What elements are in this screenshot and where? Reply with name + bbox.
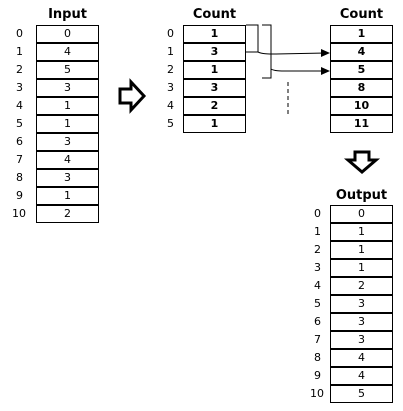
count-index: 2 [167, 63, 174, 76]
count-index: 4 [167, 99, 174, 112]
output-cell: 1 [330, 259, 393, 277]
output-cell: 2 [330, 277, 393, 295]
arrowhead-icon [321, 49, 330, 57]
input-cell: 1 [36, 115, 99, 133]
output-cell: 4 [330, 349, 393, 367]
input-index: 9 [16, 189, 23, 202]
cumulative-count-cell: 10 [330, 97, 393, 115]
count-index: 0 [167, 27, 174, 40]
down-arrow-icon [343, 150, 381, 174]
output-cell: 4 [330, 367, 393, 385]
count-cell: 3 [183, 79, 246, 97]
output-cell: 3 [330, 295, 393, 313]
count-index: 5 [167, 117, 174, 130]
bracket-rows-0-1 [246, 24, 259, 53]
input-title: Input [48, 7, 87, 22]
output-index: 4 [314, 279, 321, 292]
count-cell: 1 [183, 25, 246, 43]
output-cell: 0 [330, 205, 393, 223]
arrowhead-icon [321, 67, 330, 75]
input-index: 5 [16, 117, 23, 130]
input-cell: 0 [36, 25, 99, 43]
input-index: 10 [12, 207, 26, 220]
output-index: 7 [314, 333, 321, 346]
input-index: 0 [16, 27, 23, 40]
count-cell: 1 [183, 61, 246, 79]
output-index: 2 [314, 243, 321, 256]
input-cell: 1 [36, 187, 99, 205]
output-index: 3 [314, 261, 321, 274]
output-index: 6 [314, 315, 321, 328]
output-cell: 1 [330, 241, 393, 259]
input-index: 2 [16, 63, 23, 76]
count-index: 1 [167, 45, 174, 58]
input-index: 4 [16, 99, 23, 112]
output-index: 1 [314, 225, 321, 238]
count-title: Count [192, 7, 237, 22]
cumulative-count-title: Count [339, 7, 384, 22]
input-index: 7 [16, 153, 23, 166]
output-cell: 3 [330, 331, 393, 349]
output-index: 0 [314, 207, 321, 220]
output-cell: 5 [330, 385, 393, 403]
input-cell: 3 [36, 133, 99, 151]
count-cell: 2 [183, 97, 246, 115]
output-index: 9 [314, 369, 321, 382]
output-index: 10 [310, 387, 324, 400]
output-title: Output [335, 188, 388, 203]
input-cell: 3 [36, 169, 99, 187]
count-cell: 1 [183, 115, 246, 133]
output-cell: 3 [330, 313, 393, 331]
input-index: 6 [16, 135, 23, 148]
cumulative-count-cell: 8 [330, 79, 393, 97]
arrow-to-cumulative-row-1 [257, 51, 327, 55]
right-arrow-icon [118, 78, 147, 114]
output-cell: 1 [330, 223, 393, 241]
count-cell: 3 [183, 43, 246, 61]
input-cell: 4 [36, 151, 99, 169]
cumulative-count-cell: 1 [330, 25, 393, 43]
input-index: 8 [16, 171, 23, 184]
input-cell: 4 [36, 43, 99, 61]
cumulative-count-cell: 11 [330, 115, 393, 133]
arrow-to-cumulative-row-2 [270, 68, 326, 72]
input-index: 3 [16, 81, 23, 94]
output-index: 8 [314, 351, 321, 364]
bracket-rows-0-2 [262, 24, 272, 79]
input-cell: 1 [36, 97, 99, 115]
cumulative-count-cell: 4 [330, 43, 393, 61]
input-index: 1 [16, 45, 23, 58]
input-cell: 3 [36, 79, 99, 97]
input-cell: 2 [36, 205, 99, 223]
count-index: 3 [167, 81, 174, 94]
input-cell: 5 [36, 61, 99, 79]
output-index: 5 [314, 297, 321, 310]
cumulative-count-cell: 5 [330, 61, 393, 79]
